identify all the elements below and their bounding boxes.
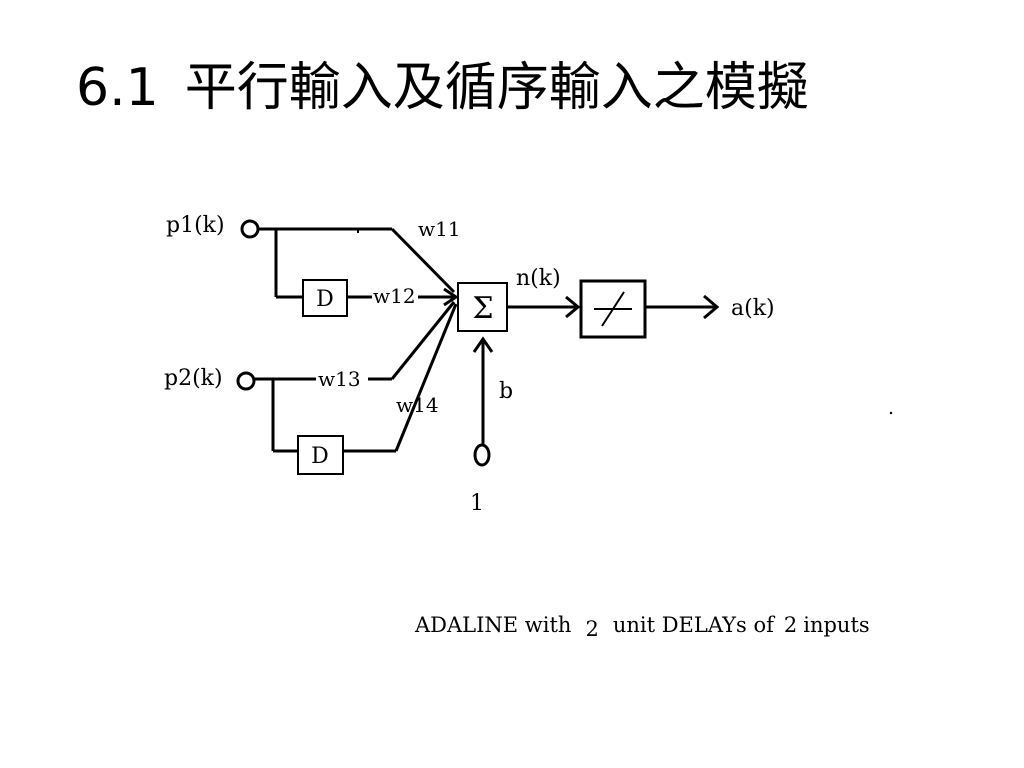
net-arrowhead (565, 295, 581, 319)
sum-symbol: Σ (472, 291, 493, 326)
delay-label-1: D (316, 287, 334, 312)
transfer-slope (601, 291, 625, 327)
p2-label: p2(k) (164, 366, 223, 391)
w12-label: w12 (373, 284, 416, 308)
title-text: 平行輸入及循序輸入之模擬 (184, 58, 809, 118)
w11-connection (390, 227, 456, 294)
caption-num-1: 2 (585, 617, 598, 641)
output-label: a(k) (731, 296, 775, 321)
p2-input-node (236, 371, 256, 391)
w14-connection (394, 303, 458, 452)
caption-part-1: ADALINE with (414, 613, 571, 637)
p1-label: p1(k) (166, 213, 225, 238)
net-label: n(k) (516, 266, 561, 291)
delay-label-2: D (311, 444, 329, 469)
w11-label: w11 (418, 217, 461, 241)
section-number: 6.1 (76, 58, 159, 118)
p1-input-node (240, 219, 260, 239)
w13-connection (390, 301, 456, 380)
bias-input-node (473, 443, 491, 467)
bias-input-label: 1 (470, 491, 484, 516)
summation-box (457, 282, 508, 332)
caption-num-2: 2 (784, 613, 797, 637)
stray-dot (889, 411, 893, 415)
w13-label: w13 (318, 367, 361, 391)
caption-part-2: unit DELAYs of (613, 613, 776, 637)
bias-arrowhead (472, 336, 494, 353)
caption-part-3: inputs (803, 613, 869, 637)
delay-box-2 (297, 435, 344, 475)
w12-arrowhead (443, 287, 459, 307)
bias-label: b (499, 379, 513, 404)
output-arrowhead (703, 294, 720, 320)
w14-label: w14 (396, 393, 439, 417)
